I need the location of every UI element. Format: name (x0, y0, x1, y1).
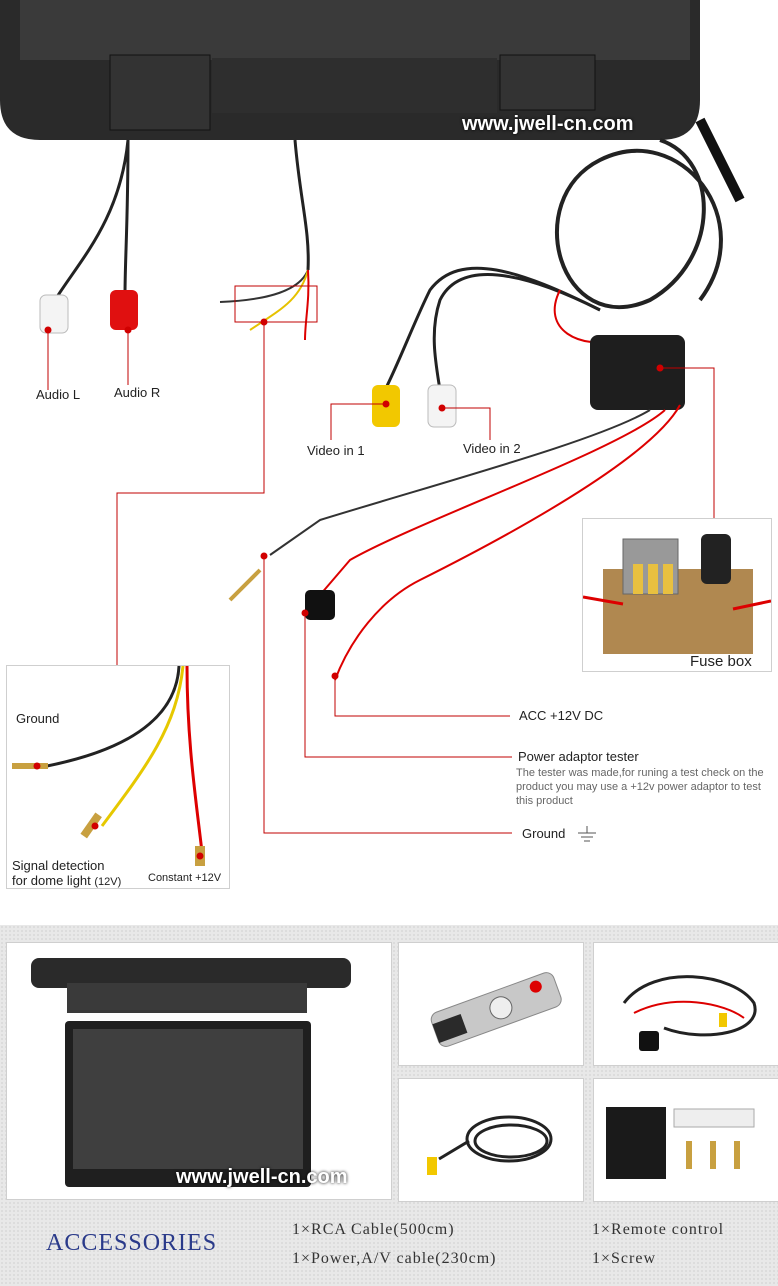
fuse-box-pcb-image (582, 534, 772, 654)
accessories-title: ACCESSORIES (46, 1230, 218, 1256)
tester-note: The tester was made,for runing a test ch… (516, 767, 764, 807)
accessory-power-av-cable: 1×Power,A/V cable(230cm) (292, 1250, 497, 1267)
signal-wires-inset: Ground Signal detection for dome light (… (6, 665, 230, 889)
inset-signal-text: for dome light (12, 873, 91, 888)
monitor-image (31, 958, 351, 1187)
fuse-box-photo: Fuse box (582, 518, 772, 672)
rca-cable-photo (398, 1078, 584, 1202)
rca-cable-image (427, 1115, 553, 1175)
remote-control-photo (398, 942, 584, 1066)
wiring-illustration (0, 0, 745, 842)
watermark-bottom: www.jwell-cn.com (176, 1166, 348, 1188)
fuse-module (590, 335, 685, 410)
watermark-top: www.jwell-cn.com (462, 113, 634, 135)
label-video-in-1: Video in 1 (307, 443, 365, 458)
inset-label-signal-1: Signal detection (12, 858, 105, 873)
accessory-screw: 1×Screw (592, 1250, 657, 1267)
label-fuse-box: Fuse box (690, 653, 752, 670)
screws-photo (593, 1078, 778, 1202)
accessory-rca-cable: 1×RCA Cable(500cm) (292, 1221, 455, 1238)
inset-label-signal-2: for dome light (12V) (12, 873, 121, 888)
label-ground: Ground (522, 826, 566, 841)
label-audio-r: Audio R (114, 385, 161, 400)
screws-image (606, 1107, 755, 1179)
accessories-section: www.jwell-cn.com (0, 925, 778, 1286)
inset-wires-image (12, 665, 205, 866)
label-video-in-2: Video in 2 (463, 441, 521, 456)
monitor-photo (6, 942, 392, 1200)
inset-label-constant: Constant +12V (148, 872, 222, 884)
remote-control-image (430, 972, 562, 1047)
power-av-cable-photo (593, 942, 778, 1066)
power-av-cable-image (622, 975, 757, 1051)
label-acc: ACC +12V DC (519, 708, 604, 723)
inset-signal-voltage: (12V) (94, 876, 122, 888)
label-audio-l: Audio L (36, 387, 81, 402)
inset-label-ground: Ground (16, 711, 60, 726)
wiring-diagram: www.jwell-cn.com Audio L Audio R Video i… (0, 0, 772, 889)
accessory-remote-control: 1×Remote control (592, 1221, 725, 1238)
label-power-adaptor-tester: Power adaptor tester (518, 749, 639, 764)
